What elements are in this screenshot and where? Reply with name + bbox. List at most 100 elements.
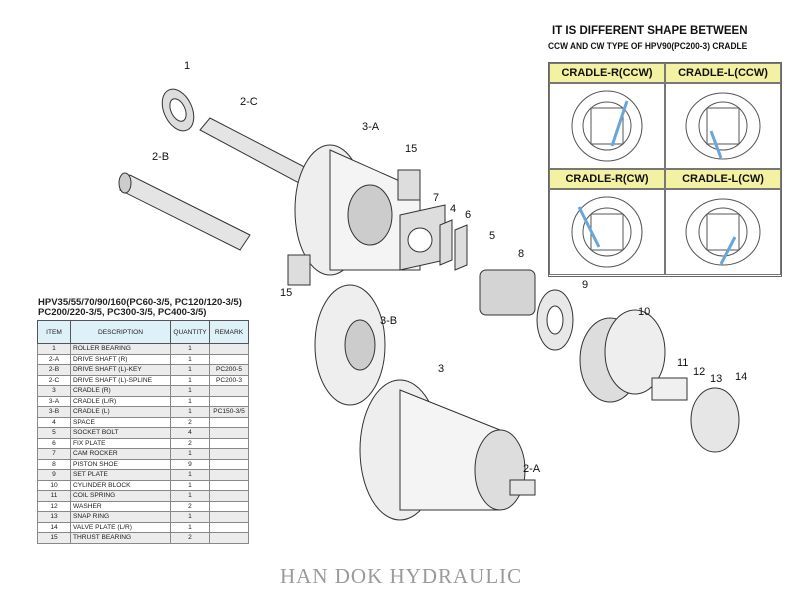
callout-2c: 2-C bbox=[240, 96, 258, 108]
cell-remark bbox=[209, 448, 249, 460]
cell-item: 3-A bbox=[37, 395, 71, 407]
cell-quantity: 2 bbox=[170, 416, 210, 428]
cell-description: DRIVE SHAFT (R) bbox=[70, 353, 171, 365]
cell-quantity: 1 bbox=[170, 406, 210, 418]
col-description: DESCRIPTION bbox=[70, 320, 171, 344]
cell-quantity: 1 bbox=[170, 374, 210, 386]
cylinder-block bbox=[579, 309, 666, 403]
cradle-l-ccw-drawing bbox=[665, 83, 781, 169]
cell-description: CRADLE (L/R) bbox=[70, 395, 171, 407]
cell-quantity: 1 bbox=[170, 511, 210, 523]
cell-item: 10 bbox=[37, 479, 71, 491]
cell-remark bbox=[209, 385, 249, 397]
cell-remark bbox=[209, 395, 249, 407]
cell-quantity: 1 bbox=[170, 343, 210, 355]
fix-plates bbox=[439, 219, 468, 271]
callout-15b: 15 bbox=[280, 287, 293, 299]
cradle-note-subtitle: CCW AND CW TYPE OF HPV90(PC200-3) CRADLE bbox=[548, 41, 748, 51]
cell-description: DRIVE SHAFT (L)-SPLINE bbox=[70, 374, 171, 386]
cell-remark bbox=[209, 427, 249, 439]
cell-item: 6 bbox=[37, 437, 71, 449]
cradle-l-cw-label: CRADLE-L(CW) bbox=[665, 169, 781, 189]
cell-quantity: 2 bbox=[170, 532, 210, 544]
cradle-3 bbox=[359, 379, 536, 521]
drive-shaft-2b bbox=[118, 172, 251, 251]
cell-quantity: 1 bbox=[170, 353, 210, 365]
cell-item: 14 bbox=[37, 521, 71, 533]
cell-quantity: 1 bbox=[170, 364, 210, 376]
cell-description: CRADLE (L) bbox=[70, 406, 171, 418]
cell-remark: PC200-5 bbox=[209, 364, 249, 376]
callout-10: 10 bbox=[638, 306, 651, 318]
callout-15: 15 bbox=[405, 143, 418, 155]
cell-item: 2-A bbox=[37, 353, 71, 365]
callout-3b: 3-B bbox=[380, 315, 398, 327]
cell-item: 12 bbox=[37, 500, 71, 512]
callout-13: 13 bbox=[710, 373, 723, 385]
cell-remark bbox=[209, 416, 249, 428]
cradle-r-cw-label: CRADLE-R(CW) bbox=[549, 169, 665, 189]
cell-description: ROLLER BEARING bbox=[70, 343, 171, 355]
cell-description: SET PLATE bbox=[70, 469, 171, 481]
cell-remark bbox=[209, 500, 249, 512]
cell-description: CRADLE (R) bbox=[70, 385, 171, 397]
watermark: HAN DOK HYDRAULIC bbox=[280, 564, 523, 588]
cell-item: 2-B bbox=[37, 364, 71, 376]
cell-item: 8 bbox=[37, 458, 71, 470]
cell-quantity: 1 bbox=[170, 521, 210, 533]
cell-description: DRIVE SHAFT (L)-KEY bbox=[70, 364, 171, 376]
cell-description: SPACE bbox=[70, 416, 171, 428]
cell-item: 3 bbox=[37, 385, 71, 397]
callout-14: 14 bbox=[735, 371, 748, 383]
cell-quantity: 4 bbox=[170, 427, 210, 439]
coil-spring bbox=[651, 377, 688, 401]
cell-remark bbox=[209, 532, 249, 544]
callout-5: 5 bbox=[489, 230, 496, 242]
cradle-3b bbox=[314, 284, 386, 406]
cradle-l-cw-drawing bbox=[665, 189, 781, 275]
cell-remark bbox=[209, 437, 249, 449]
cell-remark bbox=[209, 469, 249, 481]
cam-rocker bbox=[399, 204, 446, 271]
callout-11: 11 bbox=[677, 357, 689, 369]
cell-remark bbox=[209, 521, 249, 533]
callout-4: 4 bbox=[450, 203, 457, 215]
cell-quantity: 1 bbox=[170, 395, 210, 407]
roller-bearing bbox=[161, 88, 195, 132]
col-quantity: QUANTITY bbox=[170, 320, 210, 344]
cell-item: 13 bbox=[37, 511, 71, 523]
cradle-r-cw-drawing bbox=[549, 189, 665, 275]
cell-description: COIL SPRING bbox=[70, 490, 171, 502]
cell-quantity: 9 bbox=[170, 458, 210, 470]
cell-description: CYLINDER BLOCK bbox=[70, 479, 171, 491]
cell-item: 11 bbox=[37, 490, 71, 502]
cell-quantity: 1 bbox=[170, 490, 210, 502]
cradle-r-ccw-label: CRADLE-R(CCW) bbox=[549, 63, 665, 83]
cell-remark bbox=[209, 343, 249, 355]
callout-9: 9 bbox=[582, 279, 589, 291]
cell-item: 9 bbox=[37, 469, 71, 481]
cell-quantity: 2 bbox=[170, 437, 210, 449]
cell-description: SOCKET BOLT bbox=[70, 427, 171, 439]
cell-description: WASHER bbox=[70, 500, 171, 512]
cell-item: 4 bbox=[37, 416, 71, 428]
cell-item: 15 bbox=[37, 532, 71, 544]
callout-3: 3 bbox=[438, 363, 445, 375]
callout-6: 6 bbox=[465, 209, 472, 221]
cell-item: 1 bbox=[37, 343, 71, 355]
